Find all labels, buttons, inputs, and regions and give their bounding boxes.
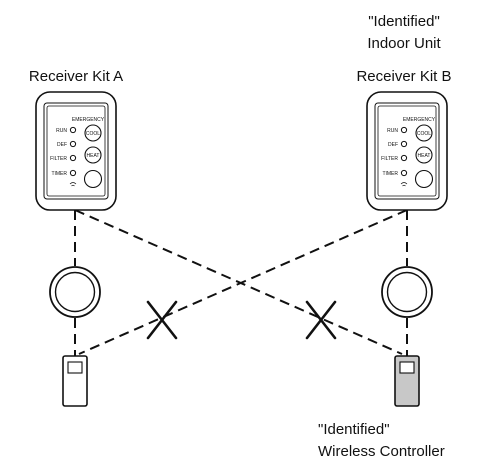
def-led-icon	[69, 140, 77, 148]
identified-controller-label-line1: "Identified"	[318, 421, 390, 438]
emergency-label: EMERGENCY	[72, 117, 105, 123]
def-label: DEF	[388, 142, 398, 148]
heat-button	[415, 146, 433, 164]
timer-label: TIMER	[51, 171, 67, 177]
controller-screen	[67, 361, 83, 374]
timer-led-icon	[400, 169, 408, 177]
signal-lines	[74, 209, 408, 359]
filter-label: FILTER	[381, 156, 398, 162]
wireless-controller-b	[394, 355, 420, 407]
identified-unit-label-line2: Indoor Unit	[367, 35, 441, 52]
controller-screen	[399, 361, 415, 374]
cool-label: COOL	[417, 131, 431, 137]
cool-label: COOL	[86, 131, 100, 137]
emergency-label: EMERGENCY	[403, 117, 436, 123]
cool-button	[415, 124, 433, 142]
run-label: RUN	[56, 128, 67, 134]
receiver-kit-b: EMERGENCY RUN DEF FILTER TIMER COOL HEAT	[366, 91, 448, 211]
heat-label: HEAT	[87, 153, 100, 159]
timer-led-icon	[69, 169, 77, 177]
wireless-controller-a	[62, 355, 88, 407]
receiver-kit-a: EMERGENCY RUN DEF FILTER TIMER COOL HEAT	[35, 91, 117, 211]
def-label: DEF	[57, 142, 67, 148]
heat-button	[84, 146, 102, 164]
timer-label: TIMER	[382, 171, 398, 177]
wireless-signal-icon	[400, 182, 408, 187]
blocked-cross-right-icon	[305, 300, 337, 340]
filter-label: FILTER	[50, 156, 67, 162]
def-led-icon	[400, 140, 408, 148]
identified-controller-label-line2: Wireless Controller	[318, 443, 445, 460]
run-label: RUN	[387, 128, 398, 134]
identified-unit-label-line1: "Identified"	[368, 13, 440, 30]
run-led-icon	[400, 126, 408, 134]
run-led-icon	[69, 126, 77, 134]
filter-led-icon	[400, 154, 408, 162]
wireless-signal-icon	[69, 182, 77, 187]
emergency-button	[83, 169, 103, 189]
filter-led-icon	[69, 154, 77, 162]
dash-b-to-controller-a	[78, 209, 408, 355]
blocked-cross-left-icon	[146, 300, 178, 340]
receiver-kit-a-label: Receiver Kit A	[29, 68, 123, 85]
sensor-b-icon	[381, 266, 433, 318]
emergency-button	[414, 169, 434, 189]
heat-label: HEAT	[418, 153, 431, 159]
sensor-a-icon	[49, 266, 101, 318]
dash-a-to-controller-b	[74, 209, 403, 355]
cool-button	[84, 124, 102, 142]
receiver-kit-b-label: Receiver Kit B	[356, 68, 451, 85]
